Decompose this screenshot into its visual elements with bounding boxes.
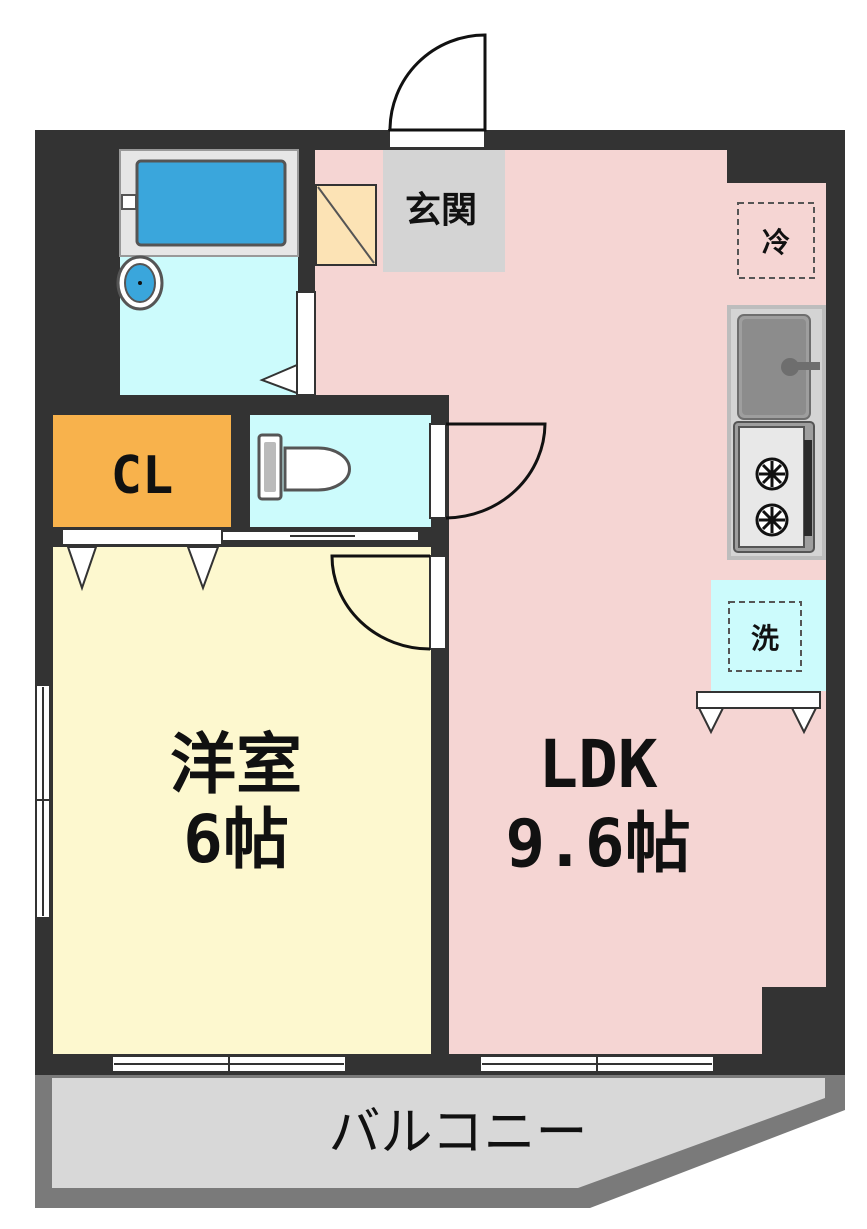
western-room-name: 洋室 [170, 726, 302, 803]
shoe-box [315, 184, 377, 266]
entrance: 玄関 [383, 150, 505, 272]
western-room: 洋室 6帖 [35, 546, 447, 1054]
sink-icon [737, 314, 820, 420]
ldk-name: LDK [538, 726, 657, 803]
western-room-size: 6帖 [183, 801, 289, 878]
fridge-spot: 冷 [737, 202, 815, 279]
washer-label: 洗 [751, 622, 779, 655]
closet: CL [53, 415, 231, 592]
ldk-labels: LDK 9.6帖 [505, 726, 690, 882]
balcony [35, 1075, 845, 1208]
front-door [388, 33, 487, 149]
toilet-room [221, 415, 547, 542]
balcony-label: バルコニー [329, 1103, 588, 1163]
washer-area: 洗 [696, 580, 826, 735]
balcony-windows [111, 1055, 715, 1073]
closet-label: CL [111, 446, 174, 506]
entrance-label: 玄関 [405, 190, 477, 231]
fridge-label: 冷 [762, 226, 790, 259]
stove-icon [733, 421, 815, 553]
ldk-size: 9.6帖 [505, 805, 690, 882]
ldk-area [315, 150, 826, 1054]
bathroom [116, 149, 316, 396]
